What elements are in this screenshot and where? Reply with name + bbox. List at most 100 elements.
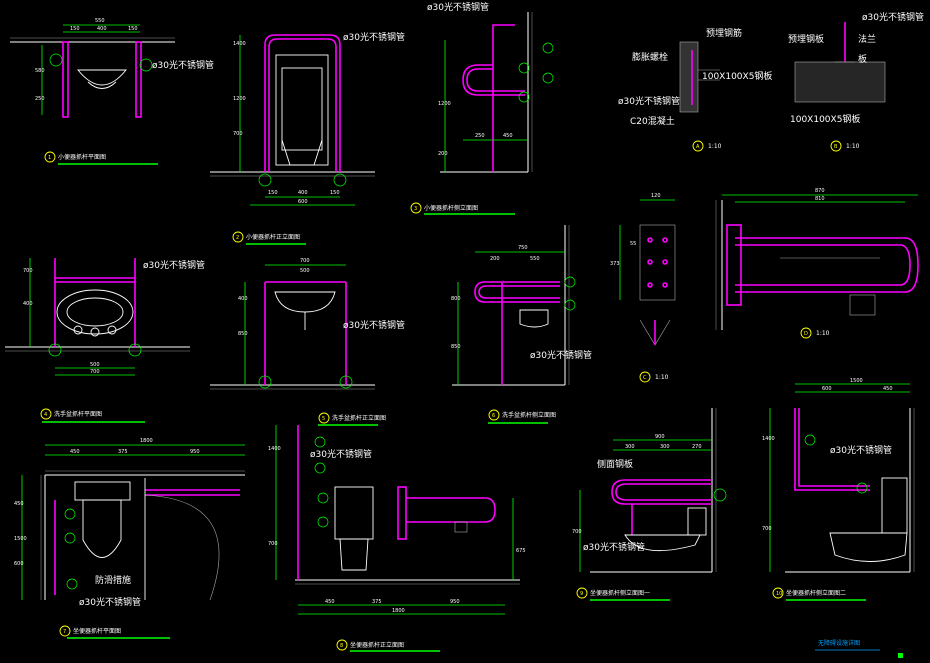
svg-text:预埋钢筋: 预埋钢筋 <box>706 27 742 39</box>
svg-text:ø30光不锈钢管: ø30光不锈钢管 <box>618 95 680 107</box>
svg-text:坐便器抓杆平面图: 坐便器抓杆平面图 <box>73 627 121 635</box>
svg-text:150: 150 <box>128 26 138 32</box>
svg-text:1:10: 1:10 <box>708 143 722 150</box>
svg-text:坐便器抓杆正立面图: 坐便器抓杆正立面图 <box>350 641 404 649</box>
svg-text:270: 270 <box>692 444 702 450</box>
svg-text:1:10: 1:10 <box>655 374 669 381</box>
svg-text:1400: 1400 <box>233 41 246 47</box>
svg-text:300: 300 <box>660 444 670 450</box>
svg-text:C: C <box>643 375 647 381</box>
basin-front-elevation: 700 500 850 400 ø30光不锈钢管 5 洗手盆抓杆正立面图 <box>210 258 405 426</box>
basin-side-elevation: 750 200 550 800 850 ø30光不锈钢管 6 洗手盆抓杆侧立面图 <box>451 225 592 424</box>
svg-text:膨胀螺栓: 膨胀螺栓 <box>632 51 668 63</box>
svg-text:1:10: 1:10 <box>816 330 830 337</box>
svg-text:洗手盆抓杆侧立面图: 洗手盆抓杆侧立面图 <box>502 411 556 419</box>
svg-text:900: 900 <box>655 434 665 440</box>
section-detail-c: 120 373 55 C 1:10 <box>610 193 676 383</box>
svg-text:ø30光不锈钢管: ø30光不锈钢管 <box>427 1 489 13</box>
svg-text:ø30光不锈钢管: ø30光不锈钢管 <box>343 31 405 43</box>
svg-text:400: 400 <box>97 26 107 32</box>
viewport-corner-mark <box>898 653 903 658</box>
section-detail-d: 870 810 D 1:10 <box>715 188 919 339</box>
svg-text:1: 1 <box>48 155 51 161</box>
svg-text:800: 800 <box>451 296 461 302</box>
svg-text:防滑措施: 防滑措施 <box>95 574 131 586</box>
svg-text:C20混凝土: C20混凝土 <box>630 115 675 127</box>
svg-text:D: D <box>804 331 808 337</box>
svg-text:700: 700 <box>762 526 772 532</box>
svg-text:ø30光不锈钢管: ø30光不锈钢管 <box>530 349 592 361</box>
svg-text:坐便器抓杆侧立面图二: 坐便器抓杆侧立面图二 <box>786 589 846 597</box>
svg-text:700: 700 <box>233 131 243 137</box>
svg-text:450: 450 <box>14 501 24 507</box>
svg-text:810: 810 <box>815 196 825 202</box>
wc-side-elevation-2: 1500 600 450 1400 700 ø30光不锈钢管 10 坐便器抓杆侧… <box>762 378 915 601</box>
svg-text:1800: 1800 <box>140 438 153 444</box>
svg-text:1200: 1200 <box>233 96 246 102</box>
svg-text:2: 2 <box>236 235 239 241</box>
svg-text:A: A <box>696 144 700 150</box>
svg-text:55: 55 <box>630 241 636 247</box>
svg-text:500: 500 <box>300 268 310 274</box>
svg-text:550: 550 <box>95 18 105 24</box>
svg-text:小便器抓杆平面图: 小便器抓杆平面图 <box>58 153 106 161</box>
svg-text:200: 200 <box>490 256 500 262</box>
svg-text:450: 450 <box>325 599 335 605</box>
svg-text:950: 950 <box>450 599 460 605</box>
svg-text:ø30光不锈钢管: ø30光不锈钢管 <box>152 59 214 71</box>
svg-text:法兰: 法兰 <box>858 33 876 45</box>
sheet-title: 无障碍设施详图 <box>818 639 860 647</box>
svg-text:373: 373 <box>610 261 620 267</box>
svg-text:洗手盆抓杆正立面图: 洗手盆抓杆正立面图 <box>332 414 386 422</box>
svg-text:150: 150 <box>70 26 80 32</box>
svg-text:120: 120 <box>651 193 661 199</box>
svg-text:850: 850 <box>238 331 248 337</box>
svg-text:150: 150 <box>268 190 278 196</box>
svg-text:150: 150 <box>330 190 340 196</box>
svg-text:500: 500 <box>90 362 100 368</box>
svg-text:250: 250 <box>35 96 45 102</box>
wc-side-elevation-1: 900 300 300 270 700 侧面钢板 ø30光不锈钢管 9 坐便器抓… <box>572 408 727 601</box>
section-detail-b: ø30光不锈钢管 预埋钢板 法兰 板 100X100X5钢板 B 1:10 <box>788 11 924 152</box>
svg-text:600: 600 <box>14 561 24 567</box>
svg-text:ø30光不锈钢管: ø30光不锈钢管 <box>830 444 892 456</box>
svg-text:1400: 1400 <box>762 436 775 442</box>
svg-text:10: 10 <box>776 591 782 597</box>
svg-text:洗手盆抓杆平面图: 洗手盆抓杆平面图 <box>54 410 102 418</box>
svg-text:100X100X5钢板: 100X100X5钢板 <box>702 70 772 82</box>
svg-text:3: 3 <box>414 206 417 212</box>
urinal-plan-detail: 550 150 400 150 580 250 ø30光不锈钢管 1 小便器抓杆… <box>10 18 214 165</box>
svg-text:B: B <box>834 144 838 150</box>
section-detail-a: 预埋钢筋 膨胀螺栓 100X100X5钢板 ø30光不锈钢管 C20混凝土 A … <box>618 27 772 152</box>
svg-text:1500: 1500 <box>14 536 27 542</box>
svg-text:ø30光不锈钢管: ø30光不锈钢管 <box>310 448 372 460</box>
wc-front-elevation: 1400 700 450 375 950 1800 675 ø30光不锈钢管 8… <box>268 425 526 652</box>
svg-text:ø30光不锈钢管: ø30光不锈钢管 <box>343 319 405 331</box>
svg-text:ø30光不锈钢管: ø30光不锈钢管 <box>583 541 645 553</box>
urinal-front-elevation: 1400 1200 700 150 400 150 600 ø30光不锈钢管 2… <box>210 31 405 245</box>
svg-text:700: 700 <box>572 529 582 535</box>
svg-text:8: 8 <box>340 643 343 649</box>
svg-text:1200: 1200 <box>438 101 451 107</box>
svg-text:700: 700 <box>23 268 33 274</box>
svg-text:小便器抓杆正立面图: 小便器抓杆正立面图 <box>246 233 300 241</box>
svg-text:小便器抓杆侧立面图: 小便器抓杆侧立面图 <box>424 204 478 212</box>
svg-text:预埋钢板: 预埋钢板 <box>788 33 824 45</box>
sheet-title-block: 无障碍设施详图 <box>815 639 903 658</box>
svg-text:870: 870 <box>815 188 825 194</box>
svg-text:450: 450 <box>503 133 513 139</box>
svg-text:ø30光不锈钢管: ø30光不锈钢管 <box>143 259 205 271</box>
svg-text:400: 400 <box>298 190 308 196</box>
svg-text:坐便器抓杆侧立面图一: 坐便器抓杆侧立面图一 <box>590 589 650 597</box>
svg-text:750: 750 <box>518 245 528 251</box>
svg-text:1:10: 1:10 <box>846 143 860 150</box>
urinal-side-elevation: 1200 200 250 450 ø30光不锈钢管 3 小便器抓杆侧立面图 <box>410 1 554 215</box>
svg-text:1800: 1800 <box>392 608 405 614</box>
svg-text:侧面钢板: 侧面钢板 <box>597 458 633 470</box>
svg-text:700: 700 <box>300 258 310 264</box>
svg-text:600: 600 <box>822 386 832 392</box>
svg-text:550: 550 <box>530 256 540 262</box>
svg-text:200: 200 <box>438 151 448 157</box>
svg-text:400: 400 <box>238 296 248 302</box>
svg-text:450: 450 <box>883 386 893 392</box>
